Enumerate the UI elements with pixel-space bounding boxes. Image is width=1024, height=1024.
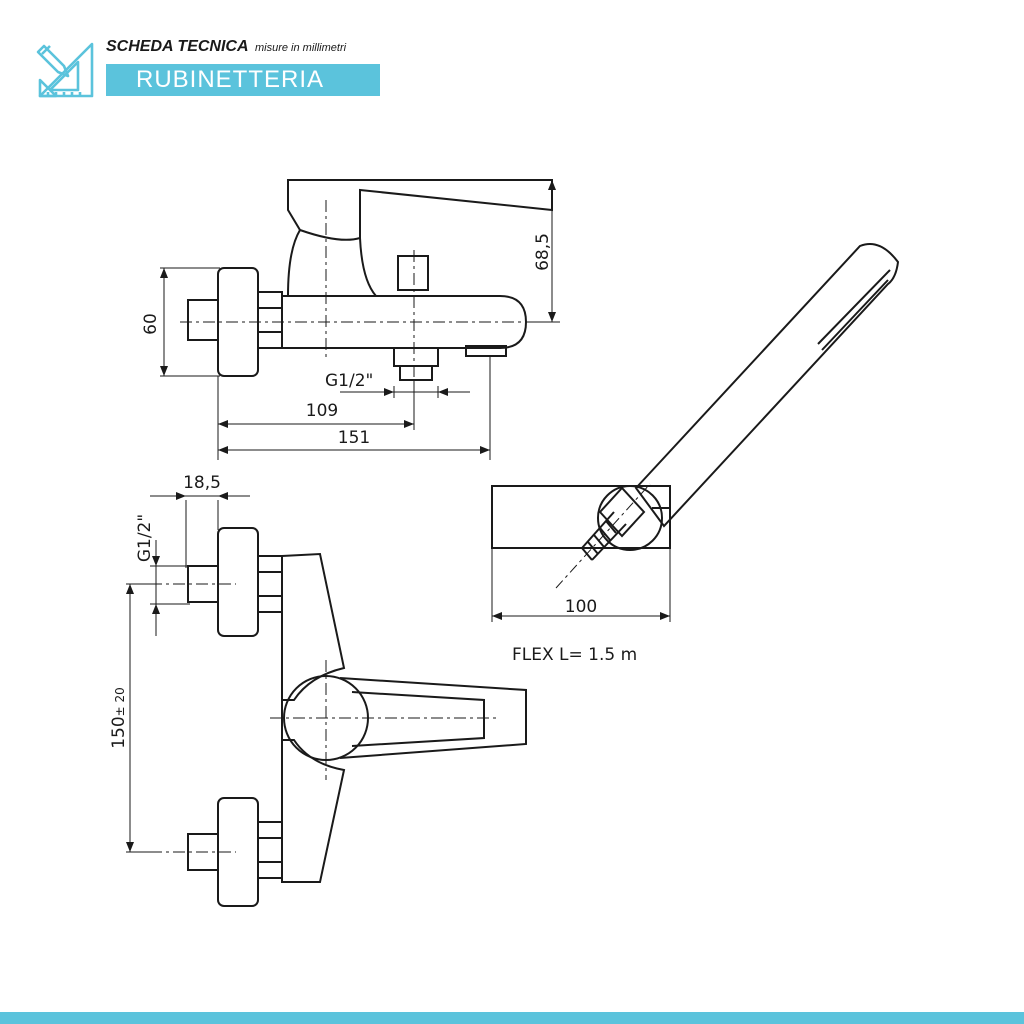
- top-view-arrowheads: [160, 180, 556, 454]
- hand-shower-centerline: [555, 483, 651, 589]
- dim-center-distance: 150± 20: [109, 687, 129, 749]
- front-view-centerlines: [150, 583, 500, 853]
- dim-wall-depth: 60: [141, 313, 161, 335]
- header: SCHEDA TECNICA misure in millimetri RUBI…: [36, 38, 386, 98]
- flex-hose-label: FLEX L= 1.5 m: [512, 645, 637, 665]
- bottom-accent-bar: [0, 1012, 1024, 1024]
- top-view-mixer: [187, 179, 553, 381]
- dim-connector-depth: 18,5: [183, 473, 221, 493]
- page-title: SCHEDA TECNICA: [106, 38, 249, 55]
- ruler-pencil-icon: [36, 42, 94, 98]
- dim-center-distance-tolerance: ± 20: [113, 687, 127, 716]
- dim-thread-outlet: G1/2": [325, 371, 373, 391]
- dim-height-spout: 68,5: [533, 233, 553, 271]
- title-line: SCHEDA TECNICA misure in millimetri: [106, 38, 346, 56]
- front-view-arrowheads: [126, 492, 228, 852]
- hand-shower-dimension: [491, 548, 671, 622]
- category-band: RUBINETTERIA: [106, 64, 380, 96]
- dim-thread-inlet: G1/2": [135, 514, 155, 562]
- dim-shower-holder-width: 100: [565, 597, 597, 617]
- hand-shower: [491, 243, 900, 561]
- dim-center-distance-value: 150: [109, 716, 129, 748]
- front-view-mixer: [187, 527, 527, 907]
- page-subtitle: misure in millimetri: [254, 42, 347, 54]
- dim-total-length: 151: [338, 428, 370, 448]
- top-view-centerlines: [180, 200, 560, 400]
- dim-length-to-outlet: 109: [306, 401, 338, 421]
- hand-shower-arrowheads: [492, 612, 670, 620]
- top-view-dimension-lines: [160, 180, 560, 460]
